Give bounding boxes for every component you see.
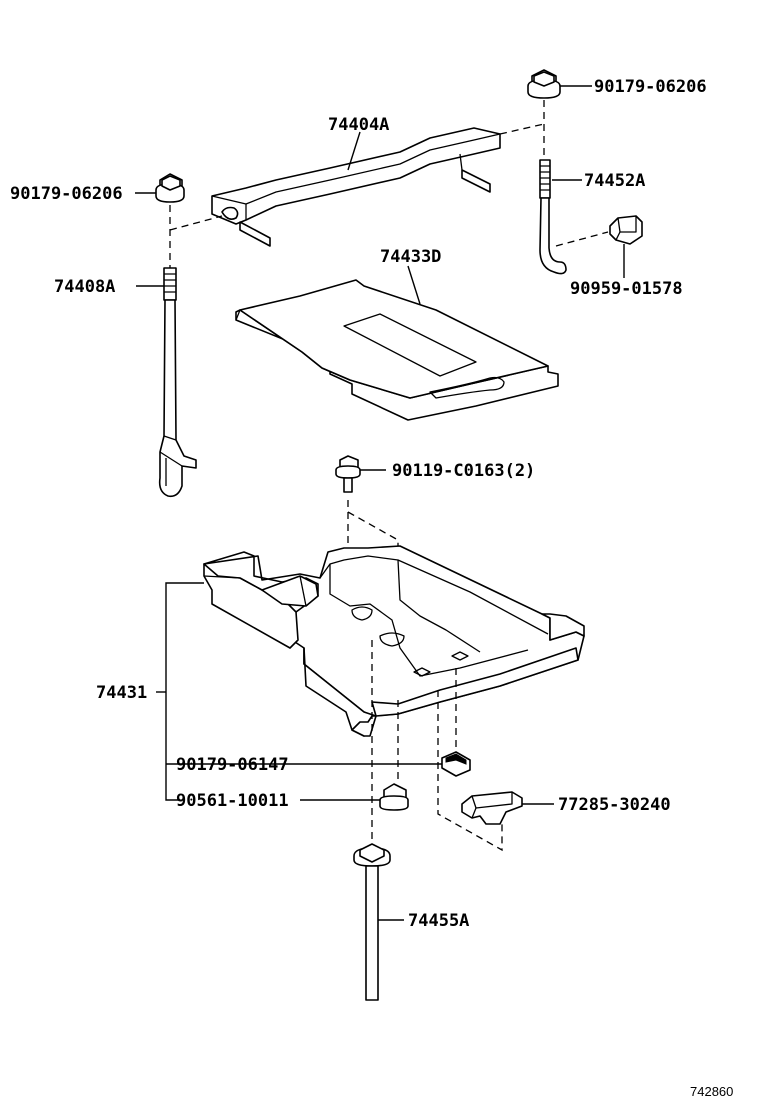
label-nut-bottom: 90561-10011 [176,791,289,811]
label-nut-top-right: 90179-06206 [594,77,707,97]
reference-code: 742860 [690,1084,733,1099]
label-long-rod: 74455A [408,911,469,931]
nut-top-left[interactable] [155,173,185,203]
label-rod-left: 74408A [54,277,115,297]
battery-clamp[interactable] [211,127,501,247]
dash-clamp-left [169,215,223,231]
nut-middle[interactable] [441,751,471,777]
hold-down-rod-right[interactable] [539,159,567,275]
label-bolt: 90119-C0163(2) [392,461,535,481]
nut-bottom[interactable] [379,783,409,811]
label-rod-right: 74452A [584,171,645,191]
leader-sheet [407,265,421,305]
bolt[interactable] [335,455,361,493]
battery-tray[interactable] [203,545,585,737]
label-clamp: 74404A [328,115,389,135]
long-rod[interactable] [353,843,391,1001]
hold-down-rod-left[interactable] [158,267,197,498]
label-tray: 74431 [96,683,147,703]
nut-top-right[interactable] [527,69,561,99]
label-nut-middle: 90179-06147 [176,755,289,775]
battery-tray-sheet[interactable] [235,279,559,421]
dash-tray-connector [437,690,503,852]
clip-top[interactable] [609,215,643,245]
connector[interactable] [461,791,523,825]
dash-clamp-right [499,123,545,135]
label-sheet: 74433D [380,247,441,267]
label-nut-top-left: 90179-06206 [10,184,123,204]
leader-clamp [347,131,361,171]
label-connector: 77285-30240 [558,795,671,815]
dash-rod-clip [555,231,609,247]
label-clip-top: 90959-01578 [570,279,683,299]
